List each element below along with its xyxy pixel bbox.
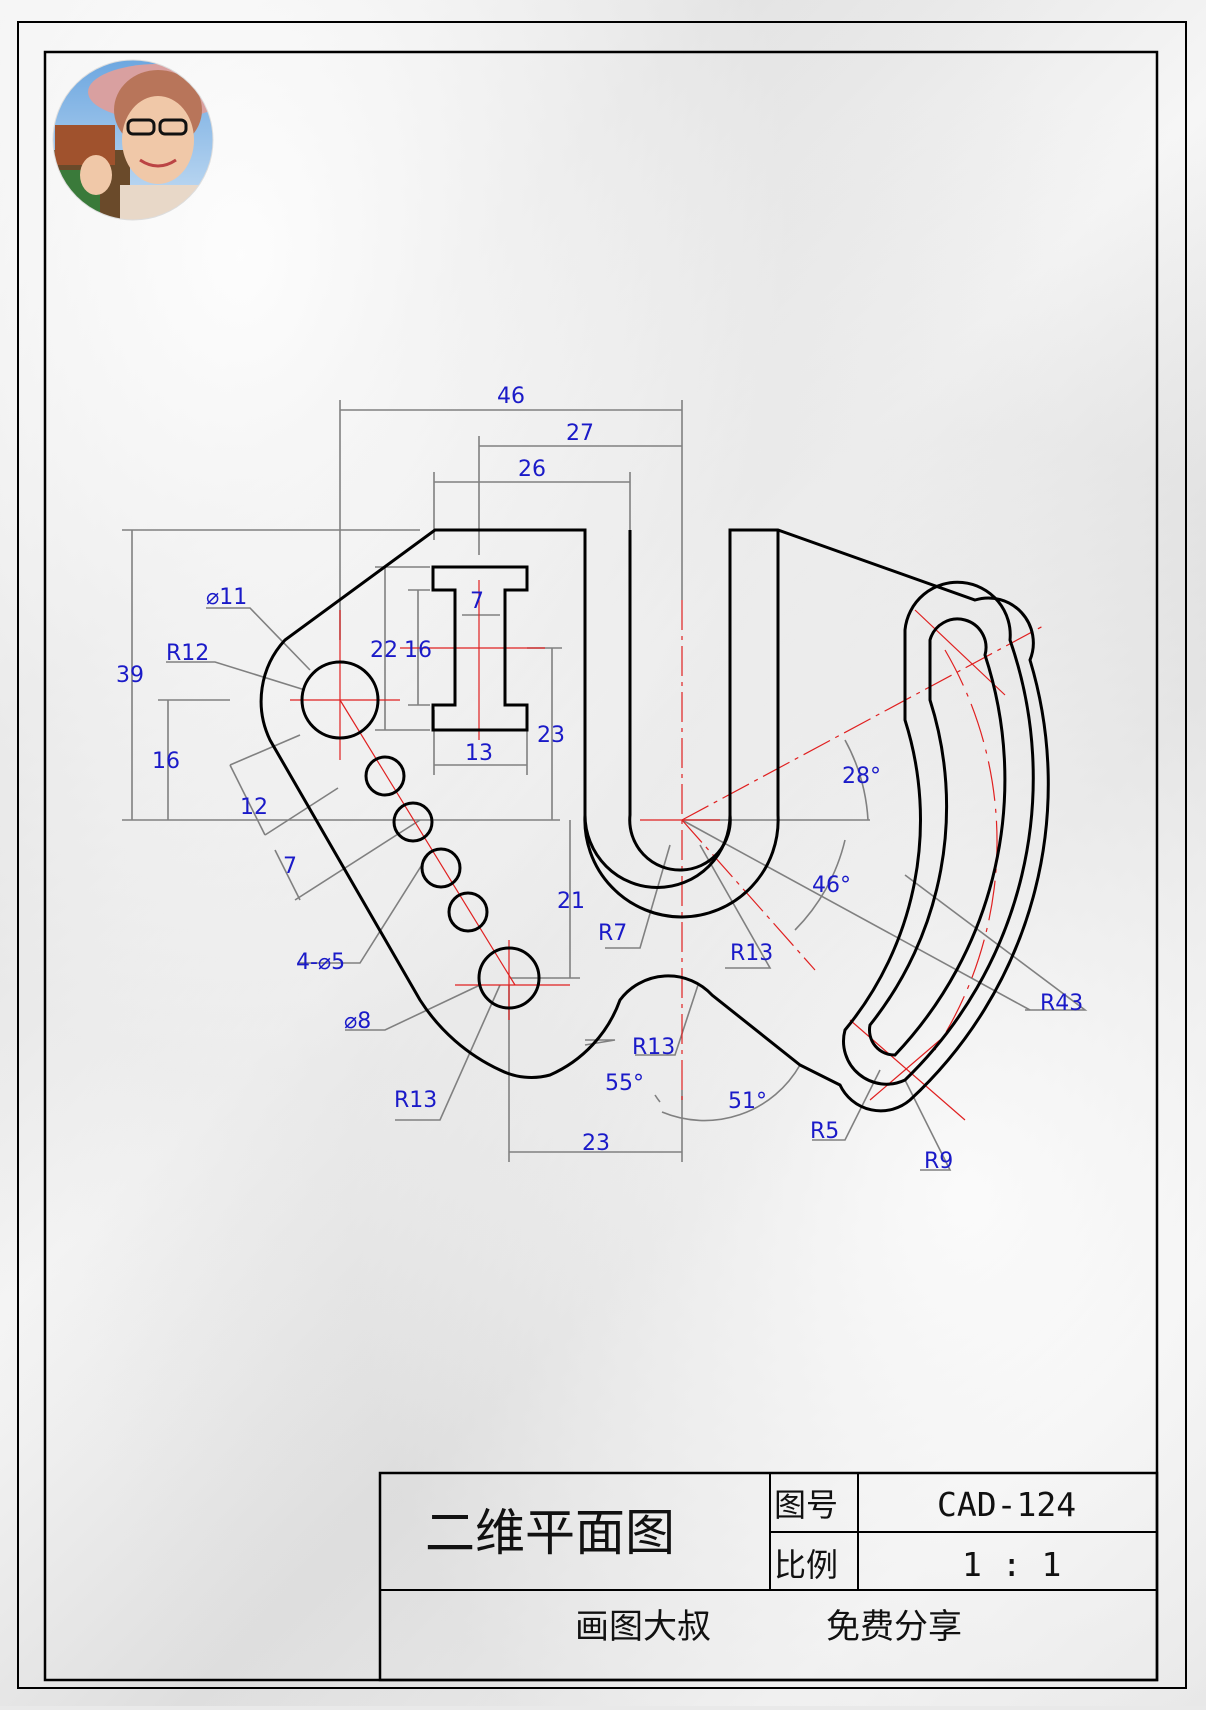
dim-r43: R43 — [1040, 991, 1083, 1016]
dim-angle-51: 51° — [728, 1089, 767, 1114]
dim-21: 21 — [557, 889, 585, 914]
author: 画图大叔 — [575, 1607, 711, 1647]
dim-angle-28: 28° — [842, 764, 881, 789]
dim-r5: R5 — [810, 1119, 839, 1144]
dim-27: 27 — [566, 421, 594, 446]
scale-value: 1 : 1 — [962, 1545, 1061, 1584]
share-note: 免费分享 — [826, 1607, 962, 1647]
dim-dia11: ⌀11 — [206, 585, 247, 610]
dim-r12: R12 — [166, 641, 209, 666]
dim-angle-55: 55° — [605, 1071, 644, 1096]
dim-16-slot: 16 — [404, 638, 432, 663]
outer-frame — [17, 21, 1187, 1689]
dim-7: 7 — [283, 854, 297, 879]
dim-22: 22 — [370, 638, 398, 663]
dim-46: 46 — [497, 384, 525, 409]
title-block: 二维平面图 图号 比例 CAD-124 1 : 1 画图大叔 免费分享 — [378, 1471, 1159, 1682]
dim-r13-bottom: R13 — [632, 1035, 675, 1060]
dim-23-slot: 23 — [537, 723, 565, 748]
dimension-texts: 46 27 26 39 22 16 7 23 13 16 12 7 21 23 … — [116, 384, 1083, 1174]
part-outline — [259, 528, 1050, 1113]
avatar — [52, 59, 214, 221]
scale-label: 比例 — [774, 1546, 838, 1584]
dim-holes: 4-⌀5 — [296, 950, 345, 975]
dim-r9: R9 — [924, 1149, 953, 1174]
dim-r7: R7 — [598, 921, 627, 946]
dim-23-bottom: 23 — [582, 1131, 610, 1156]
dim-39: 39 — [116, 663, 144, 688]
dim-7-slot: 7 — [470, 589, 484, 614]
dim-angle-46: 46° — [812, 873, 851, 898]
inner-frame — [43, 50, 1159, 1682]
dim-13: 13 — [465, 741, 493, 766]
dim-26: 26 — [518, 457, 546, 482]
dim-12: 12 — [240, 795, 268, 820]
drawing-no-label: 图号 — [774, 1486, 838, 1524]
dim-16-left: 16 — [152, 749, 180, 774]
drawing-no: CAD-124 — [937, 1485, 1076, 1524]
dim-r13-u: R13 — [730, 941, 773, 966]
dimension-lines — [122, 400, 1088, 1171]
dim-r13-left: R13 — [394, 1088, 437, 1113]
drawing-title: 二维平面图 — [425, 1504, 675, 1562]
dim-dia8: ⌀8 — [344, 1009, 371, 1034]
